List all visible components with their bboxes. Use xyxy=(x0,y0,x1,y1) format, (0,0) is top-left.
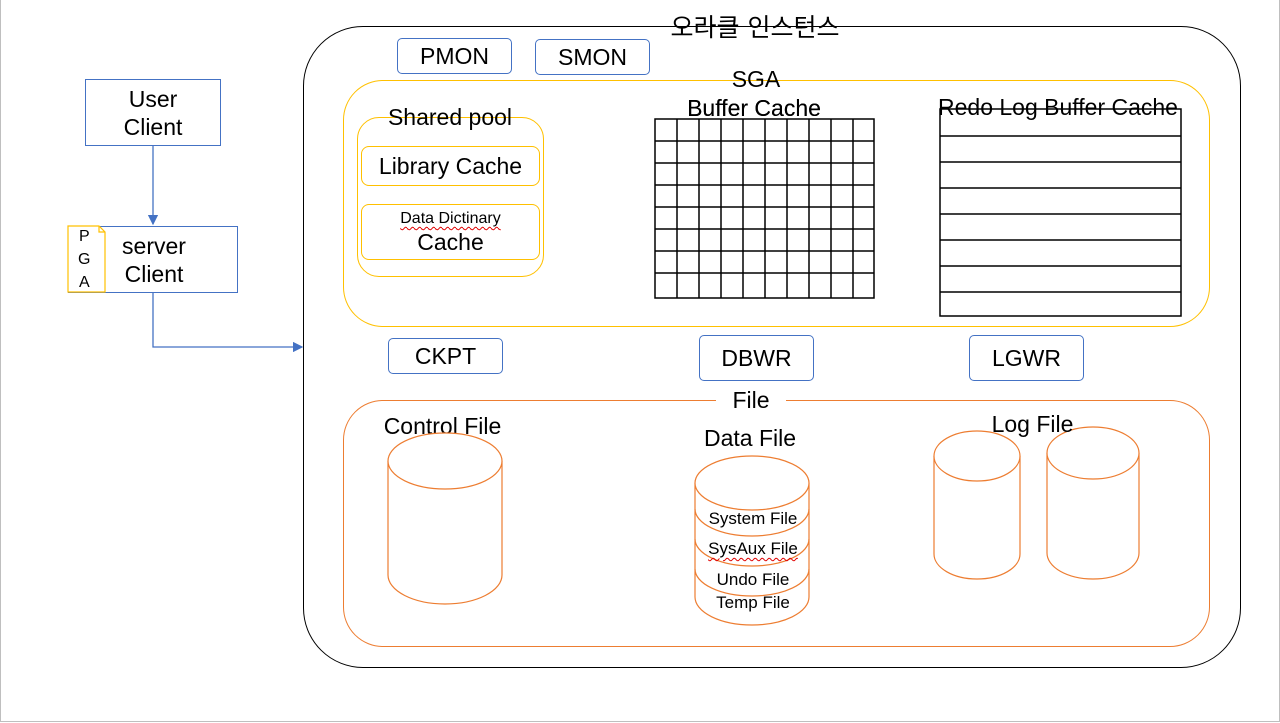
file-title: File xyxy=(716,387,786,414)
data-dictionary-label-line-2: Cache xyxy=(417,229,484,255)
user-client-line-1: User xyxy=(128,85,178,112)
sga-title: SGA xyxy=(731,66,781,92)
data-file-part-temp: Temp File xyxy=(716,593,790,612)
data-file-title: Data File xyxy=(703,425,797,451)
data-file-part-sysaux: SysAux File xyxy=(698,539,808,559)
dbwr-process: DBWR xyxy=(699,335,814,381)
log-file-cylinder-1 xyxy=(933,430,1021,580)
redo-log-buffer-title: Redo Log Buffer Cache xyxy=(938,94,1178,120)
data-file-part-sysaux-text: SysAux File xyxy=(708,539,798,558)
shared-pool-title: Shared pool xyxy=(387,104,513,130)
data-file-part-undo: Undo File xyxy=(716,570,790,589)
sga-region xyxy=(343,80,1210,327)
data-dictionary-cache-box: Data Dictinary Cache xyxy=(361,204,540,260)
data-dictionary-label-line-1: Data Dictinary xyxy=(400,210,501,227)
library-cache-label: Library Cache xyxy=(378,152,523,179)
log-file-title: Log File xyxy=(991,411,1074,437)
shared-pool-box xyxy=(357,117,544,277)
pga-letter-a: A xyxy=(79,274,90,291)
pga-letter-g: G xyxy=(78,251,91,268)
server-to-instance-arrow xyxy=(152,292,304,353)
client-connectors xyxy=(147,145,304,353)
buffer-cache-grid xyxy=(654,118,875,299)
instance-title: 오라클 인스턴스 xyxy=(670,13,840,42)
server-client-line-1: server xyxy=(122,232,186,259)
redo-log-buffer-lines xyxy=(939,108,1182,317)
library-cache-box: Library Cache xyxy=(361,146,540,186)
data-file-part-system: System File xyxy=(708,509,798,528)
user-client-box: User Client xyxy=(85,79,221,146)
lgwr-process: LGWR xyxy=(969,335,1084,381)
buffer-cache-title-overlay: Buffer Cache xyxy=(687,95,821,121)
control-file-cylinder xyxy=(387,432,503,605)
user-client-line-2: Client xyxy=(123,113,183,140)
data-file-cylinder xyxy=(694,455,810,626)
buffer-cache-title: Buffer Cache xyxy=(674,95,834,122)
pga-note xyxy=(67,225,106,293)
server-client-line-2: Client xyxy=(124,260,184,287)
pga-letter-p: P xyxy=(79,228,90,245)
log-file-cylinder-2 xyxy=(1046,426,1140,580)
oracle-instance-container xyxy=(303,26,1241,668)
smon-process: SMON xyxy=(535,39,650,75)
pmon-process: PMON xyxy=(397,38,512,74)
ckpt-process: CKPT xyxy=(388,338,503,374)
